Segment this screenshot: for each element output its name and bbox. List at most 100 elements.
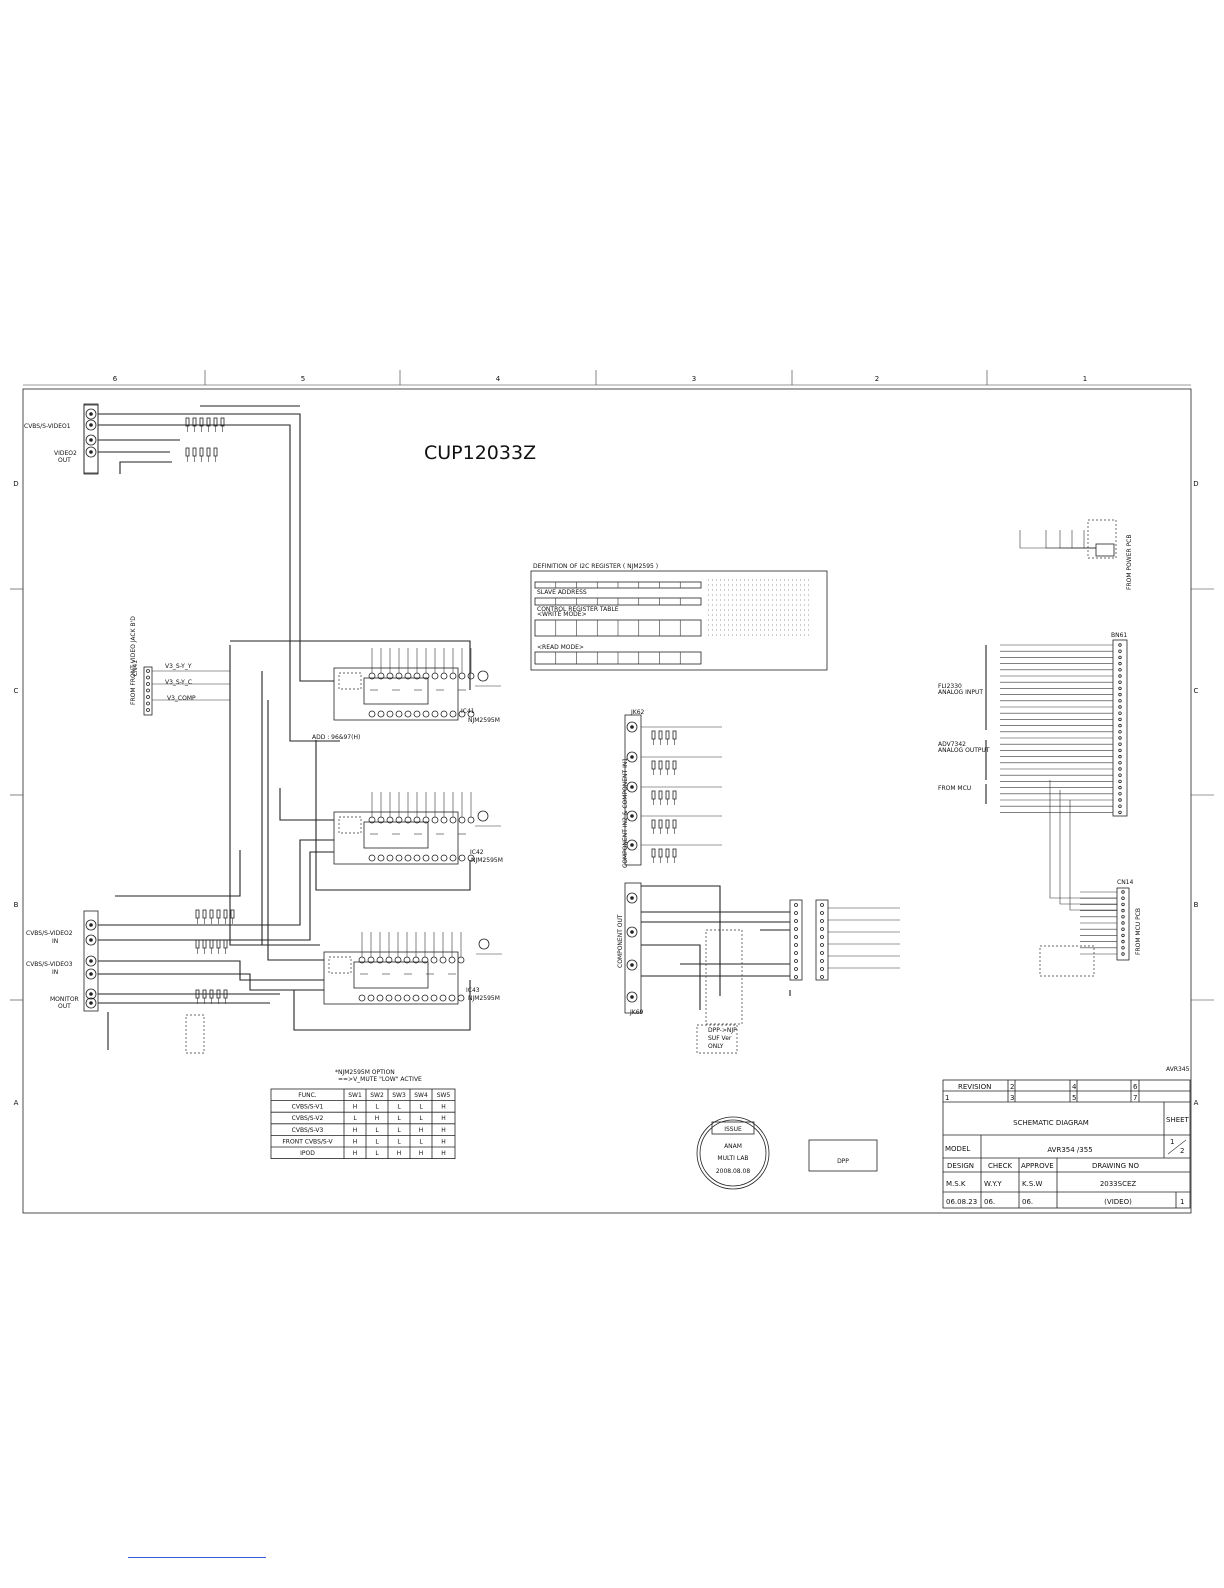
dpp-note-3: ONLY xyxy=(708,1043,724,1050)
check-date: 06. xyxy=(984,1198,995,1206)
stamp-multilab: MULTI LAB xyxy=(717,1155,748,1162)
revision-label: REVISION xyxy=(958,1083,991,1091)
option-cell: L xyxy=(375,1150,379,1157)
stamp-anam: ANAM xyxy=(724,1143,742,1150)
header-pin xyxy=(820,911,824,915)
ic42-block xyxy=(333,792,475,865)
header-pin xyxy=(794,903,798,907)
bn61-pin xyxy=(1118,798,1122,802)
approver: K.S.W xyxy=(1022,1180,1042,1188)
option-header: SW5 xyxy=(437,1092,451,1099)
bn61-pin xyxy=(1118,686,1122,691)
register-slave: SLAVE ADDRESS xyxy=(537,589,587,596)
label-video2: VIDEO2 xyxy=(54,450,77,457)
component xyxy=(223,939,228,949)
option-cell: FRONT CVBS/S-V xyxy=(282,1138,333,1145)
component xyxy=(665,760,670,770)
ic41-ref: IC41 xyxy=(461,708,475,715)
component xyxy=(651,819,656,829)
label-video2-out: OUT xyxy=(58,457,71,464)
component-in-jack-3 xyxy=(626,810,638,822)
drawing-number: 2033SCEZ xyxy=(1100,1180,1137,1188)
bn61-connector xyxy=(1112,639,1128,817)
header-pin xyxy=(794,935,798,939)
component-out-jack-2 xyxy=(626,959,638,971)
jack-housing-upper xyxy=(83,403,99,475)
zone-col-4: 4 xyxy=(496,375,501,383)
register-control: CONTROL REGISTER TABLE xyxy=(537,606,619,613)
header-pin xyxy=(794,959,798,963)
label-video3-in: IN xyxy=(52,969,58,976)
bn61-pin xyxy=(1118,661,1122,666)
wire xyxy=(229,645,320,946)
component xyxy=(216,939,221,949)
zone-col-5: 5 xyxy=(301,375,305,383)
wire xyxy=(230,640,471,690)
revision-number: 1 xyxy=(945,1094,949,1102)
bn61-pin xyxy=(1118,674,1122,678)
drawing-no-label: DRAWING NO xyxy=(1092,1162,1139,1170)
ic-body xyxy=(353,961,429,989)
page-number: 1 xyxy=(1180,1198,1184,1206)
wire xyxy=(279,788,334,821)
component-in-label: COMPONENT IN2 & COMPONENT IN1 xyxy=(622,758,629,868)
zone-col-3: 3 xyxy=(692,375,696,383)
bn61-pin xyxy=(1118,730,1122,734)
component xyxy=(202,939,207,949)
bn61-pin xyxy=(1118,736,1122,740)
ic43-ref: IC43 xyxy=(466,987,480,994)
bn61-pin xyxy=(1118,767,1122,771)
option-cell: CVBS/S-V3 xyxy=(292,1127,324,1134)
fli-label: FLI2330 xyxy=(938,683,962,690)
filter-cluster-5 xyxy=(195,989,228,1004)
stamp-issue-frame xyxy=(711,1121,755,1135)
bn61-pin xyxy=(1118,680,1122,684)
option-cell: H xyxy=(419,1150,424,1157)
adv-sub-label: ANALOG OUTPUT xyxy=(938,747,990,754)
label-cvbs-svideo3: CVBS/S-VIDEO3 xyxy=(26,961,73,968)
register-title: DEFINITION OF I2C REGISTER ( NJM2595 ) xyxy=(533,563,658,570)
option-header: SW2 xyxy=(370,1092,384,1099)
register-write: <WRITE MODE> xyxy=(537,611,587,618)
component xyxy=(209,909,214,919)
ic42-ref: IC42 xyxy=(470,849,484,856)
component xyxy=(672,730,677,740)
adv-label: ADV7342 xyxy=(938,741,966,748)
wire xyxy=(1069,800,1117,911)
header-pin xyxy=(794,927,798,931)
component xyxy=(658,819,663,829)
label-cvbs-svideo2: CVBS/S-VIDEO2 xyxy=(26,930,73,937)
cn41-pin-label: V3_COMP xyxy=(167,695,196,702)
zone-row-b-right: B xyxy=(1194,901,1199,909)
dpp-mark: DPP xyxy=(837,1158,849,1165)
header-connector-a xyxy=(789,899,803,981)
component-out-label: COMPONENT OUT xyxy=(617,914,624,968)
component xyxy=(202,909,207,919)
rca-jack-lower-5 xyxy=(85,997,97,1009)
option-title-1: *NJM2595M OPTION xyxy=(335,1069,395,1076)
header-pin xyxy=(820,935,824,939)
header-pin xyxy=(820,943,824,947)
option-cell: IPOD xyxy=(300,1150,315,1157)
ic42-part: NJM2595M xyxy=(471,857,503,864)
power-connector-frame xyxy=(1087,519,1117,559)
revision-number: 2 xyxy=(1010,1083,1014,1091)
zone-ticks xyxy=(10,370,1214,1001)
option-cell: H xyxy=(441,1127,446,1134)
outer-frame xyxy=(22,388,1192,1214)
i2c-register-box: DEFINITION OF I2C REGISTER ( NJM2595 ) SL… xyxy=(530,563,828,671)
option-cell: H xyxy=(353,1150,358,1157)
component xyxy=(665,848,670,858)
bn61-pin xyxy=(1118,717,1122,722)
approve-label: APPROVE xyxy=(1021,1162,1054,1170)
power-pcb-label: FROM POWER PCB xyxy=(1126,535,1133,591)
component-in-housing xyxy=(624,714,642,866)
option-cell: H xyxy=(441,1150,446,1157)
header-connector-b xyxy=(815,899,829,981)
cn41-pin xyxy=(146,688,150,693)
bn61-pin xyxy=(1118,705,1122,709)
rca-jack-upper-2 xyxy=(85,434,97,446)
option-cell: L xyxy=(397,1115,401,1122)
ic43-block xyxy=(323,932,465,1005)
model-label: MODEL xyxy=(945,1145,970,1153)
